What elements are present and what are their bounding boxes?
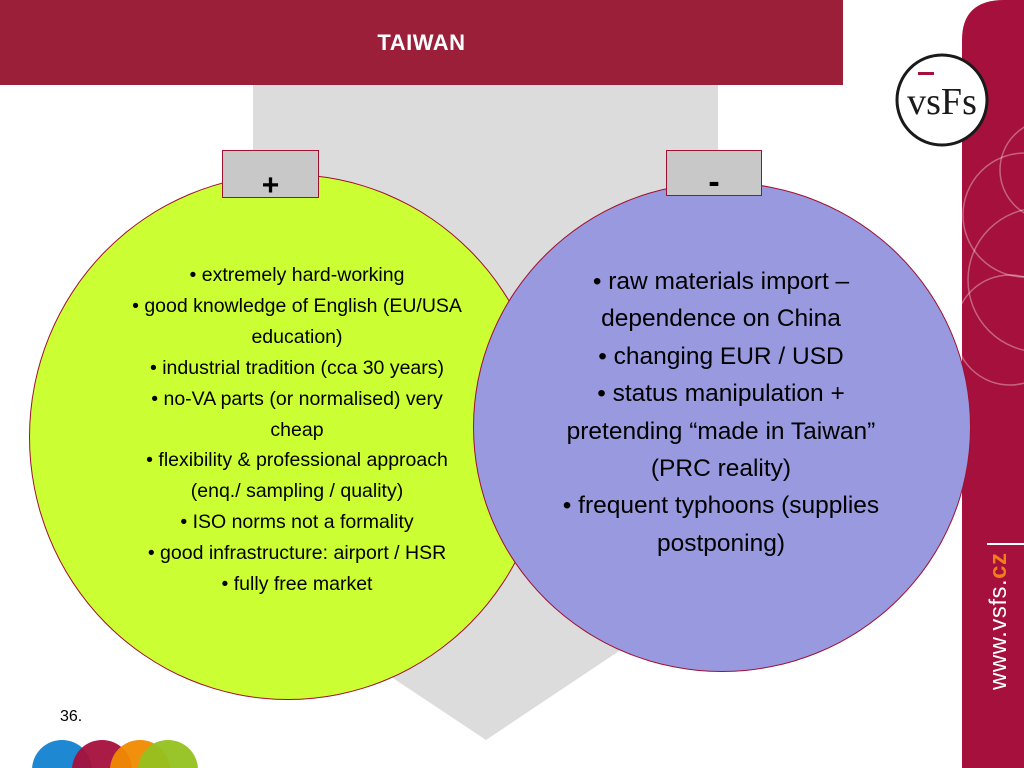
- pros-item: • good knowledge of English (EU/USA educ…: [132, 294, 462, 348]
- pros-item: • ISO norms not a formality: [180, 511, 414, 534]
- website-url-main: www.vsfs.: [985, 578, 1012, 690]
- pros-item: • good infrastructure: airport / HSR: [147, 542, 447, 565]
- pros-list: • extremely hard-working • good knowledg…: [130, 260, 464, 600]
- cons-item: • changing EUR / USD: [598, 342, 844, 370]
- logo-text: vsFs: [907, 81, 977, 123]
- page-number: 36.: [60, 708, 83, 725]
- pros-item: • extremely hard-working: [189, 264, 405, 286]
- cons-circle: [473, 182, 971, 672]
- pros-label-box: +: [222, 150, 319, 202]
- cons-label-box: -: [666, 150, 762, 201]
- cons-list: • raw materials import – dependence on C…: [548, 263, 894, 562]
- pros-circle: [29, 174, 547, 700]
- website-url: www.vsfs.cz: [985, 552, 1013, 690]
- slide-title: TAIWAN: [377, 30, 466, 55]
- cons-item: • frequent typhoons (supplies postponing…: [562, 492, 880, 557]
- pros-item: • no-VA parts (or normalised) very cheap: [151, 387, 443, 441]
- cons-item: • raw materials import – dependence on C…: [592, 268, 850, 333]
- cons-item: • status manipulation + pretending “made…: [566, 380, 876, 483]
- pros-item: • fully free market: [221, 573, 373, 596]
- website-url-tld: cz: [985, 552, 1012, 579]
- pros-item: • flexibility & professional approach (e…: [146, 449, 448, 503]
- pros-item: • industrial tradition (cca 30 years): [149, 356, 445, 379]
- header-bar: [0, 0, 843, 85]
